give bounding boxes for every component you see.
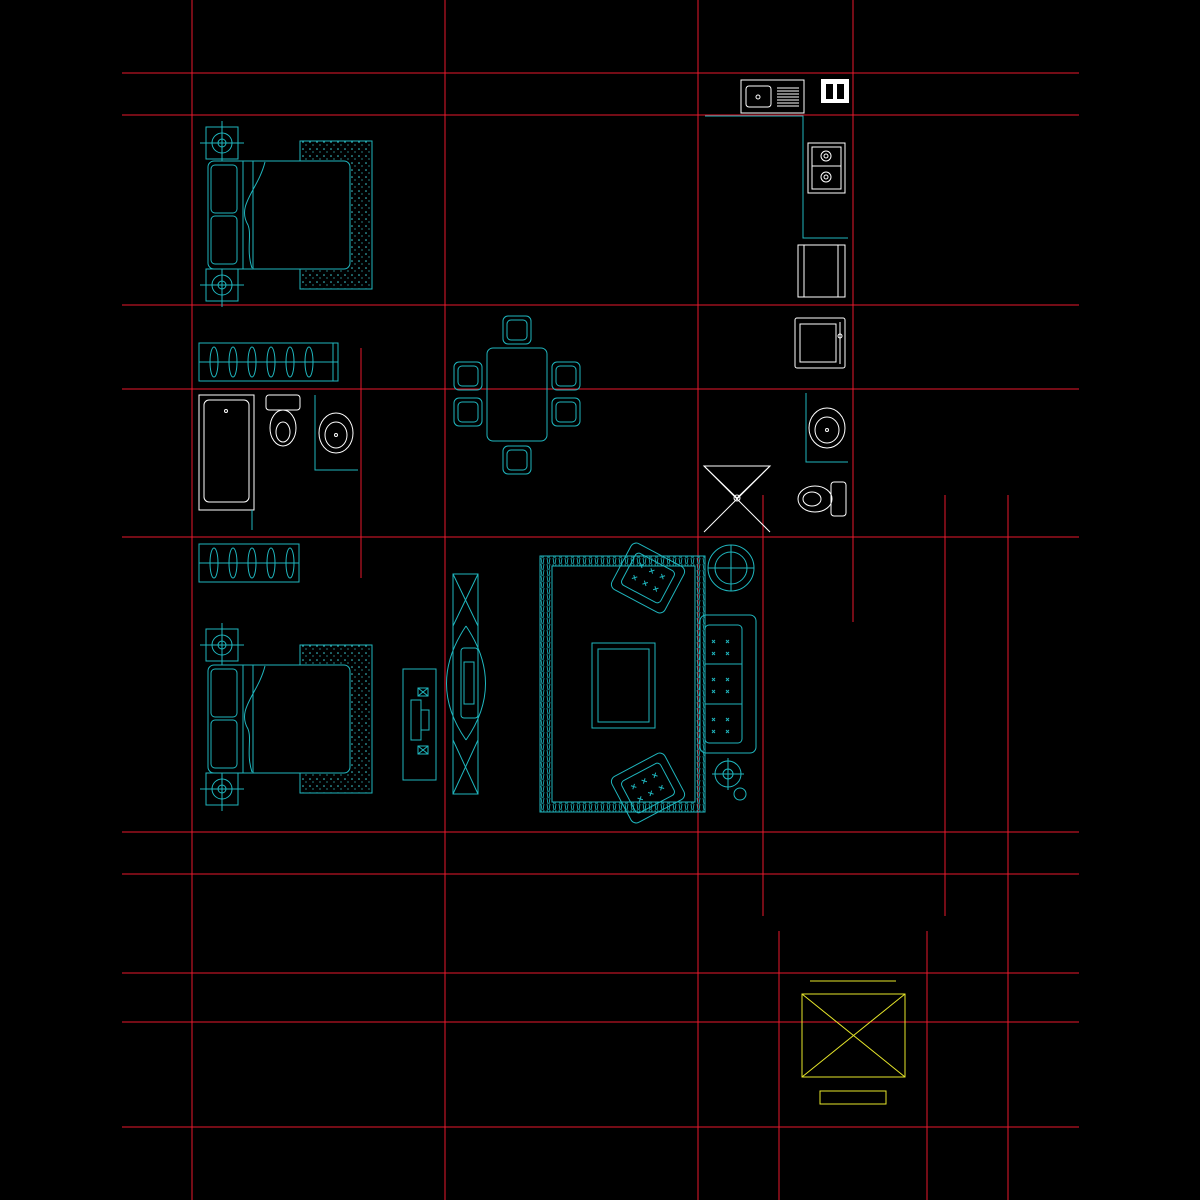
toilet-bathroom — [265, 394, 301, 447]
kitchen-sink — [740, 79, 805, 114]
side-table-lamp-bottom — [712, 758, 747, 801]
dining-chair-top — [502, 315, 532, 345]
nightstand-top-lower — [200, 263, 244, 307]
gas-stove — [807, 142, 846, 194]
nightstand-bottom-upper — [200, 623, 244, 667]
wardrobe-top — [198, 342, 339, 382]
washing-machine — [797, 244, 846, 298]
double-bed-bottom — [207, 664, 351, 774]
living-room — [446, 542, 757, 824]
dining-chair-right-1 — [551, 361, 581, 391]
dining-chair-left-1 — [453, 361, 483, 391]
dining-chair-left-2 — [453, 397, 483, 427]
dining-set — [453, 315, 581, 475]
double-bed-top — [207, 160, 351, 270]
tv-cabinet-bedroom — [402, 668, 437, 781]
armchair-bottom — [610, 752, 686, 824]
coffee-table — [591, 642, 656, 729]
sofa — [699, 614, 757, 754]
living-room-rug — [539, 555, 706, 813]
dryer — [794, 317, 846, 369]
kitchen — [705, 79, 849, 369]
bedroom-top — [200, 121, 373, 307]
floor-drain-shaft — [702, 465, 772, 533]
tv-console — [446, 573, 486, 795]
washbasin-balcony — [808, 407, 846, 449]
wardrobe-bottom — [198, 543, 300, 583]
hangers-top — [209, 346, 314, 378]
nightstand-top-upper — [200, 121, 244, 165]
bedroom-bottom — [200, 623, 437, 811]
balcony-wc — [702, 393, 848, 533]
refrigerator-icon — [821, 79, 849, 103]
washbasin-bathroom — [314, 395, 358, 471]
kitchen-counter — [705, 115, 848, 239]
nightstand-bottom-lower — [200, 767, 244, 811]
bathtub — [198, 394, 255, 511]
stairwell — [801, 980, 906, 1105]
armchair-top — [610, 542, 686, 614]
side-table-lamp-top — [707, 544, 755, 592]
dining-chair-right-2 — [551, 397, 581, 427]
bathroom — [198, 394, 358, 530]
toilet-balcony — [797, 481, 847, 517]
dining-table — [486, 347, 548, 442]
dining-chair-bottom — [502, 445, 532, 475]
